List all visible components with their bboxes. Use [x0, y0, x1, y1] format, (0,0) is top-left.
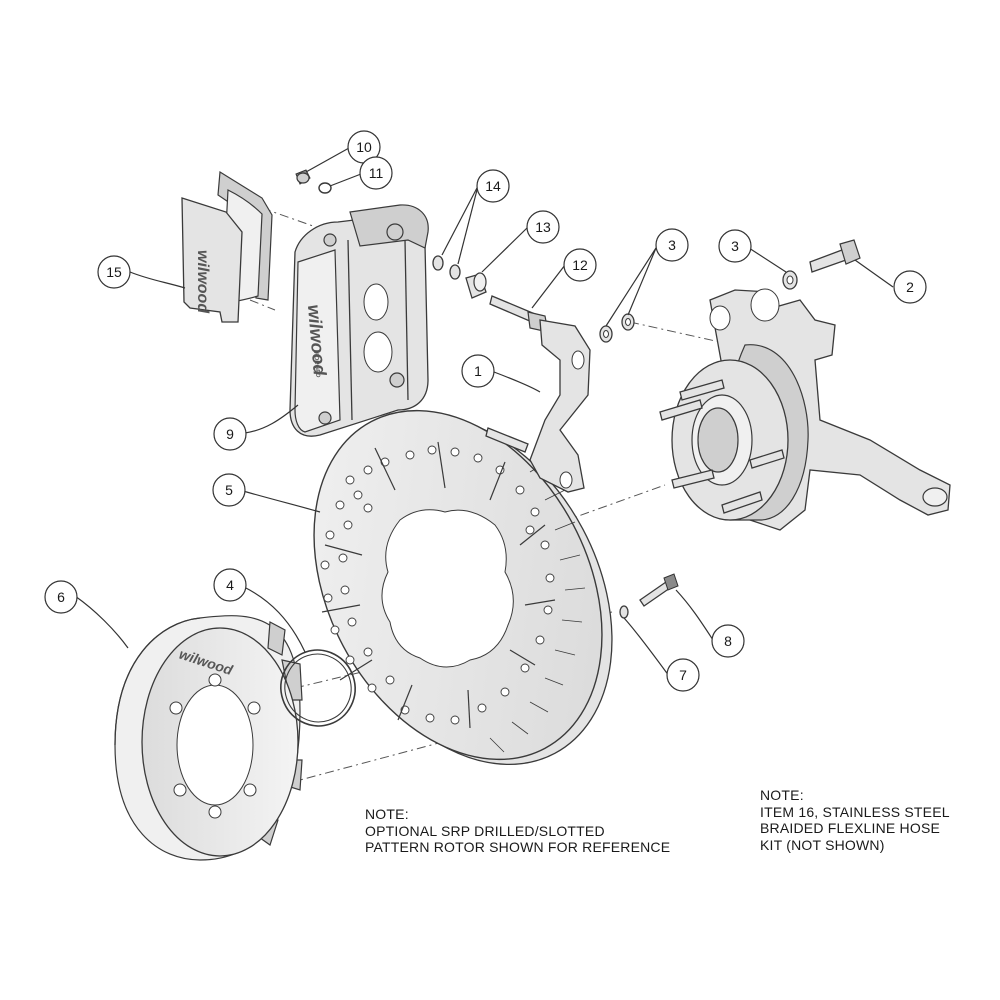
rotor-drill-holes	[320, 445, 555, 725]
bolt-and-washer	[619, 573, 679, 619]
svg-text:10: 10	[356, 139, 372, 155]
callout-5: 5	[212, 473, 246, 507]
callout-11: 11	[359, 156, 393, 190]
leader-lines	[74, 147, 894, 677]
svg-text:5: 5	[225, 482, 233, 498]
svg-text:8: 8	[724, 633, 732, 649]
mounting-bracket	[529, 319, 591, 493]
callout-3a: 3	[655, 228, 689, 262]
shim-washers	[599, 270, 798, 343]
svg-text:4: 4	[226, 577, 234, 593]
rotor	[313, 409, 613, 766]
callout-13: 13	[526, 210, 560, 244]
callout-6: 6	[44, 580, 78, 614]
hose-kit-note-line: BRAIDED FLEXLINE HOSE	[760, 820, 941, 836]
svg-text:13: 13	[535, 219, 551, 235]
caliper-sub-logo: FORGED	[312, 352, 320, 379]
rotor-note-line: PATTERN ROTOR SHOWN FOR REFERENCE	[365, 839, 671, 855]
o-ring	[280, 649, 356, 727]
callout-1: 1	[461, 354, 495, 388]
caliper: wilwood FORGED	[289, 204, 429, 437]
callout-8: 8	[711, 624, 745, 658]
callout-4: 4	[213, 568, 247, 602]
svg-text:9: 9	[226, 426, 234, 442]
pad-logo: wilwood	[194, 250, 211, 314]
svg-text:1: 1	[474, 363, 482, 379]
hose-kit-note-line: KIT (NOT SHOWN)	[760, 836, 885, 853]
svg-text:15: 15	[106, 264, 122, 280]
rotor-note-line: OPTIONAL SRP DRILLED/SLOTTED	[365, 822, 605, 839]
callout-15: 15	[97, 255, 131, 289]
spacers-and-washers	[432, 255, 487, 299]
rotor-note: NOTE: OPTIONAL SRP DRILLED/SLOTTED PATTE…	[365, 806, 670, 856]
callout-9: 9	[213, 417, 247, 451]
callout-10: 10	[347, 130, 381, 164]
brake-pads: wilwood	[181, 170, 273, 323]
hose-kit-note-line: ITEM 16, STAINLESS STEEL	[760, 803, 950, 820]
svg-text:6: 6	[57, 589, 65, 605]
mounting-bolts	[485, 295, 549, 453]
svg-text:3: 3	[731, 238, 739, 254]
hub-and-spindle	[659, 288, 951, 531]
hose-kit-note: NOTE: ITEM 16, STAINLESS STEEL BRAIDED F…	[760, 787, 950, 853]
callout-2: 2	[893, 270, 927, 304]
hub-studs	[659, 379, 785, 514]
hose-kit-note-heading: NOTE:	[760, 787, 804, 803]
rotor-note-heading: NOTE:	[365, 806, 409, 822]
callout-12: 12	[563, 248, 597, 282]
svg-text:11: 11	[369, 165, 384, 181]
callout-7: 7	[666, 658, 700, 692]
rotor-hat: wilwood	[114, 615, 303, 861]
svg-text:14: 14	[485, 178, 501, 194]
svg-text:12: 12	[572, 257, 588, 273]
svg-text:3: 3	[668, 237, 676, 253]
svg-text:2: 2	[906, 279, 914, 295]
spindle-bolt	[809, 239, 861, 273]
rotor-slots	[321, 441, 556, 729]
callout-14: 14	[476, 169, 510, 203]
bleeder-and-washer	[295, 169, 332, 194]
svg-text:7: 7	[679, 667, 687, 683]
callout-3b: 3	[718, 229, 752, 263]
